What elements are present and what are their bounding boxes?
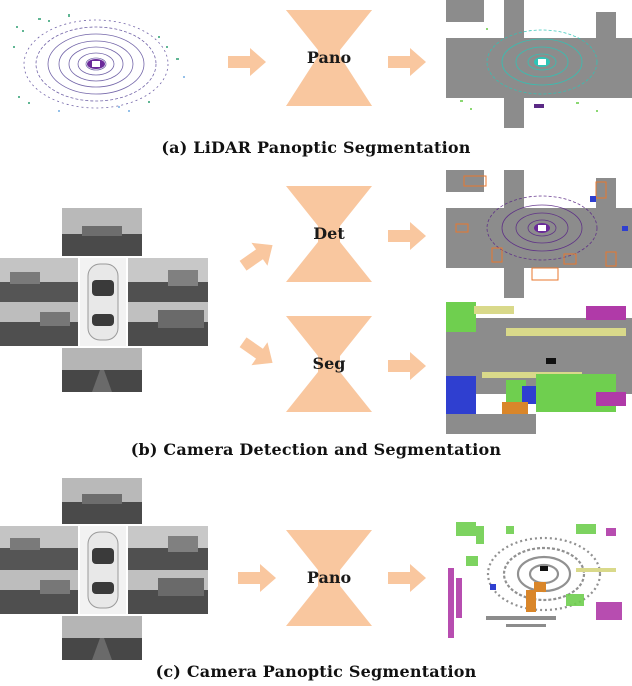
lidar-panoptic-output <box>446 0 632 128</box>
camera-back-left <box>0 302 78 346</box>
camera-back-right <box>128 570 208 614</box>
network-label: Seg <box>312 354 346 373</box>
segmentation-network: Seg <box>286 316 372 412</box>
camera-rig-b <box>0 208 210 394</box>
camera-back-right <box>128 302 208 346</box>
arrow-up-icon <box>238 240 276 272</box>
panoptic-network-a: Pano <box>286 10 372 106</box>
network-label: Pano <box>306 568 352 587</box>
arrow-down-icon <box>238 336 276 368</box>
arrow-icon <box>238 564 276 592</box>
camera-front <box>62 208 142 256</box>
camera-back <box>62 348 142 392</box>
detection-network: Det <box>286 186 372 282</box>
camera-back <box>62 616 142 660</box>
ego-vehicle-icon <box>80 258 126 346</box>
caption-b: (b) Camera Detection and Segmentation <box>130 440 502 459</box>
camera-front <box>62 478 142 524</box>
camera-panoptic-output <box>446 512 632 642</box>
panoptic-network-c: Pano <box>286 530 372 626</box>
arrow-icon <box>388 48 426 76</box>
camera-rig-c <box>0 478 210 664</box>
segmentation-output <box>446 302 632 434</box>
lidar-input-scan <box>8 6 208 124</box>
arrow-icon <box>388 564 426 592</box>
network-label: Pano <box>306 48 352 67</box>
arrow-icon <box>228 48 266 76</box>
caption-c: (c) Camera Panoptic Segmentation <box>155 662 477 681</box>
ego-vehicle-icon <box>80 526 126 614</box>
camera-front-left <box>0 526 78 572</box>
caption-a: (a) LiDAR Panoptic Segmentation <box>161 138 471 157</box>
detection-output <box>446 170 632 298</box>
camera-front-left <box>0 258 78 306</box>
camera-front-right <box>128 258 208 306</box>
camera-front-right <box>128 526 208 572</box>
arrow-icon <box>388 352 426 380</box>
arrow-icon <box>388 222 426 250</box>
camera-back-left <box>0 570 78 614</box>
network-label: Det <box>313 224 345 243</box>
